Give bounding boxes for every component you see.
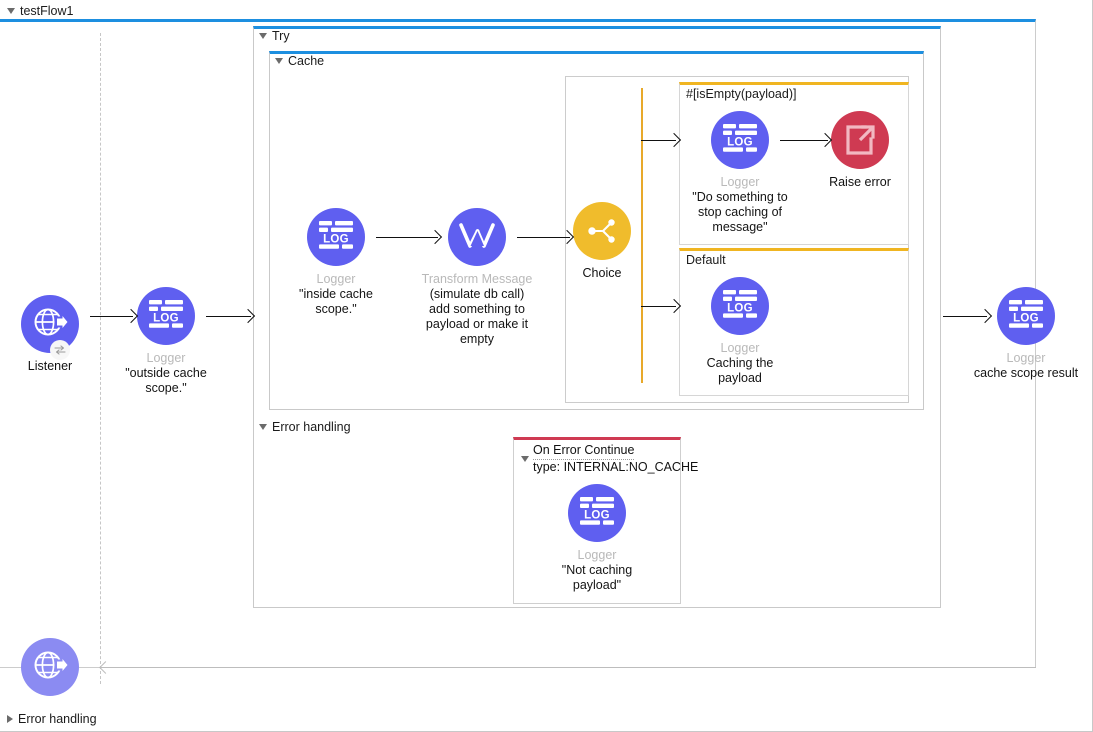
- http-listener-globe-icon[interactable]: [21, 295, 79, 353]
- svg-text:LOG: LOG: [727, 136, 753, 148]
- svg-text:LOG: LOG: [323, 233, 349, 245]
- node-title: Listener: [27, 359, 73, 373]
- node-title: Logger: [146, 351, 186, 365]
- node-title: Logger: [577, 548, 617, 562]
- choice-router-spine: [641, 88, 643, 383]
- chevron-down-icon[interactable]: [7, 8, 15, 15]
- node-choice[interactable]: Choice: [542, 202, 662, 280]
- node-title: Logger: [1006, 351, 1046, 365]
- on-error-continue-disclosure[interactable]: [521, 451, 529, 465]
- node-error-handling-source[interactable]: [0, 638, 110, 696]
- logger-icon[interactable]: LOG: [711, 111, 769, 169]
- choice-branch-when-label: #[isEmpty(payload)]: [686, 87, 797, 101]
- connector-listener-to-logger: [90, 316, 133, 317]
- chevron-down-icon[interactable]: [521, 456, 529, 462]
- node-title: Choice: [582, 266, 622, 280]
- raise-error-icon[interactable]: [831, 111, 889, 169]
- connector-try-to-logger-result: [943, 316, 987, 317]
- node-logger-result[interactable]: LOG Logger cache scope result: [966, 287, 1086, 381]
- inner-error-handling-header[interactable]: Error handling: [259, 421, 351, 434]
- svg-text:LOG: LOG: [727, 302, 753, 314]
- listener-request-reply-badge-icon: [50, 340, 70, 360]
- node-title: Transform Message: [421, 272, 533, 286]
- node-transform-message[interactable]: Transform Message (simulate db call)add …: [407, 208, 547, 347]
- try-scope-label: Try: [272, 29, 290, 43]
- connector-choice-to-branch-default: [641, 306, 676, 307]
- node-title: Raise error: [829, 175, 891, 189]
- flow-name: testFlow1: [20, 4, 74, 18]
- choice-icon[interactable]: [573, 202, 631, 260]
- logger-icon[interactable]: LOG: [307, 208, 365, 266]
- cache-scope-header[interactable]: Cache: [275, 55, 324, 68]
- connector-logger-inside-to-transform: [376, 237, 438, 238]
- logger-icon[interactable]: LOG: [997, 287, 1055, 345]
- choice-branch-default-label: Default: [686, 253, 726, 267]
- chevron-down-icon[interactable]: [275, 58, 283, 65]
- flow-error-handling-label: Error handling: [18, 712, 97, 726]
- flow-header[interactable]: testFlow1: [7, 5, 74, 18]
- node-raise-error[interactable]: Raise error: [800, 111, 920, 189]
- svg-text:LOG: LOG: [153, 312, 179, 324]
- node-title: Logger: [720, 175, 760, 189]
- connector-logger-to-try: [206, 316, 251, 317]
- svg-text:LOG: LOG: [584, 509, 610, 521]
- on-error-continue-container[interactable]: [513, 437, 681, 604]
- cache-scope-label: Cache: [288, 54, 325, 68]
- on-error-continue-title: On Error Continue: [533, 443, 698, 460]
- connector-return-path: [100, 667, 1036, 668]
- logger-icon[interactable]: LOG: [711, 277, 769, 335]
- node-subtitle: cache scope result: [973, 366, 1079, 380]
- chevron-right-icon[interactable]: [7, 715, 13, 724]
- connector-transform-to-choice: [517, 237, 570, 238]
- node-title: Logger: [316, 272, 356, 286]
- node-listener[interactable]: Listener: [0, 295, 110, 373]
- on-error-continue-type: type: INTERNAL:NO_CACHE: [533, 460, 699, 474]
- node-title: Logger: [720, 341, 760, 355]
- connector-choice-to-branch-when: [641, 140, 676, 141]
- inner-error-handling-label: Error handling: [272, 420, 351, 434]
- http-listener-globe-icon[interactable]: [21, 638, 79, 696]
- logger-icon[interactable]: LOG: [137, 287, 195, 345]
- chevron-down-icon[interactable]: [259, 33, 267, 40]
- flow-error-handling-header[interactable]: Error handling: [7, 713, 97, 726]
- transform-message-icon[interactable]: [448, 208, 506, 266]
- try-scope-header[interactable]: Try: [259, 30, 290, 43]
- chevron-down-icon[interactable]: [259, 424, 267, 431]
- logger-icon[interactable]: LOG: [568, 484, 626, 542]
- source-separator-dashed-line: [100, 33, 101, 684]
- svg-text:LOG: LOG: [1013, 312, 1039, 324]
- connector-logger-to-raise-error: [780, 140, 828, 141]
